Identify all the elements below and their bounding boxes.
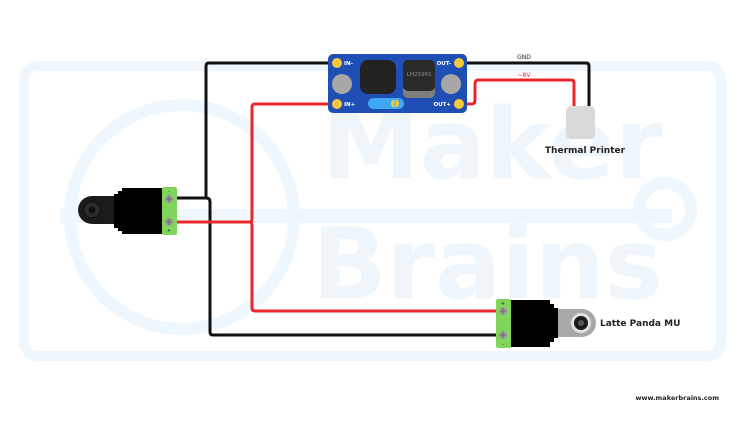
website-footer: www.makerbrains.com <box>635 394 719 402</box>
output-minus-mark: - <box>502 342 504 348</box>
buck-converter: IN- IN+ OUT- OUT+ LM2596S <box>328 54 467 113</box>
pad-in-plus <box>332 99 342 109</box>
pin-label-out-plus: OUT+ <box>433 102 451 108</box>
pad-out-plus <box>454 99 464 109</box>
watermark-trace-end <box>633 177 697 241</box>
output-dc-jack: + - Latte Panda MU <box>496 299 680 348</box>
wire-panda-positive <box>249 220 500 313</box>
gnd-label: GND <box>517 54 531 61</box>
latte-panda-label: Latte Panda MU <box>600 319 680 329</box>
thermal-printer-label: Thermal Printer <box>545 146 626 156</box>
pad-out-minus <box>454 58 464 68</box>
pin-label-in-plus: IN+ <box>344 102 356 108</box>
watermark-text-2: Brains <box>312 208 663 322</box>
wire-in-negative <box>170 61 336 200</box>
inductor <box>360 60 396 94</box>
pin-label-in-minus: IN- <box>344 61 353 67</box>
capacitor-right <box>441 74 461 94</box>
pad-in-minus <box>332 58 342 68</box>
wire-in-positive <box>170 102 336 224</box>
input-minus-mark: - <box>168 189 170 195</box>
input-plus-mark: + <box>167 228 171 234</box>
watermark-trace <box>60 209 672 223</box>
printer-block <box>566 106 595 139</box>
panda-jack-body <box>510 300 558 347</box>
jack-body <box>114 188 162 234</box>
wire-printer-gnd <box>460 61 591 106</box>
wires <box>170 61 591 337</box>
ic-chip <box>403 60 435 91</box>
input-dc-jack: - + <box>78 187 177 235</box>
pin-label-out-minus: OUT- <box>437 61 451 67</box>
voltage-label: ~8V <box>518 72 532 79</box>
watermark: Maker Brains <box>19 61 726 361</box>
ic-label: LM2596S <box>406 72 432 78</box>
wire-printer-positive <box>460 78 576 106</box>
capacitor-left <box>332 74 352 94</box>
thermal-printer: Thermal Printer <box>545 106 626 156</box>
output-plus-mark: + <box>501 301 505 307</box>
wire-panda-negative <box>205 196 500 337</box>
